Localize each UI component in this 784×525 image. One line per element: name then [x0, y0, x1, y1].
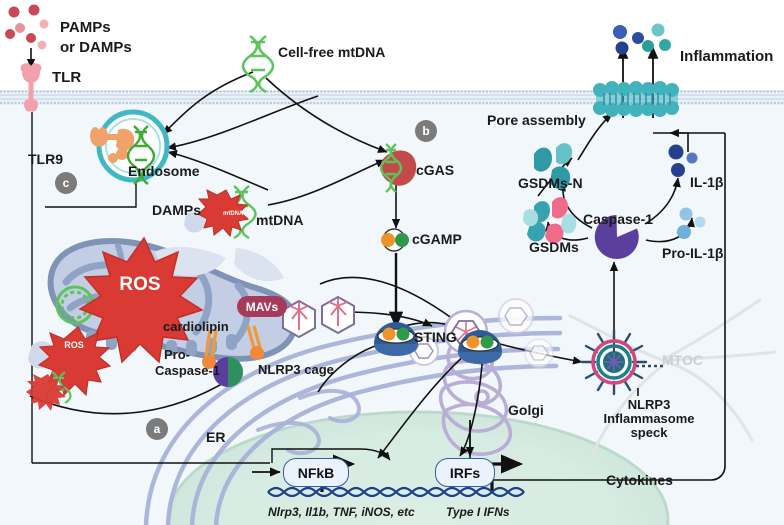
arrow-mtdna-to-endosome: [167, 150, 269, 191]
label-pro-caspase1-line2: Caspase-1: [155, 363, 221, 378]
transcription-factor-nfkb[interactable]: NFkB: [283, 458, 349, 487]
label-cgamp: cGAMP: [412, 231, 462, 247]
mtdna-red-burst-icon: mtDNA: [197, 189, 250, 238]
label-gsdms: GSDMs: [529, 239, 579, 255]
label-ros: ROS: [119, 274, 161, 295]
label-mavs: MAVs: [237, 296, 287, 317]
ros-starburst-icon: [78, 236, 204, 364]
label-golgi: Golgi: [508, 402, 544, 418]
membrane-pore-icon: [593, 81, 679, 117]
sting-dimer-icon: [374, 322, 418, 356]
pro-caspase-1-icon: [213, 357, 243, 387]
arrow-proil1b-to-caspase1: [645, 217, 696, 243]
cgas-protein-icon: [380, 150, 417, 186]
er-tubule-loops: [256, 388, 362, 456]
label-er: ER: [206, 429, 226, 445]
label-speck-line1: NLRP3: [627, 397, 671, 412]
label-cellfree-mtdna: Cell-free mtDNA: [278, 44, 386, 60]
label-pore-assembly: Pore assembly: [487, 112, 586, 128]
arrow-sting-to-irfs: [459, 351, 484, 457]
caspase-1-pacman-icon: [594, 214, 639, 259]
label-damps: DAMPs: [152, 202, 202, 218]
label-il1b: IL-1β: [690, 174, 724, 190]
label-endosome: Endosome: [128, 163, 200, 179]
label-pro-caspase1-line1: Pro-: [164, 347, 190, 362]
line-cytokines-box: [469, 133, 726, 481]
cellfree-mtdna-icon: [241, 34, 275, 94]
arrow-cellfree-to-endosome-2: [166, 95, 319, 151]
label-sting: STING: [414, 329, 457, 345]
pro-il-1beta-icon: [677, 207, 706, 239]
label-pamps-line1: PAMPs: [60, 19, 111, 36]
line-nfkb-feed: [271, 448, 360, 463]
arrow-cage-activation: [344, 311, 433, 327]
label-speck-line3: speck: [630, 425, 668, 440]
arrow-cellfree-to-endosome: [162, 71, 254, 135]
label-genes-nfkb: Nlrp3, Il1b, TNF, iNOS, etc: [268, 505, 415, 519]
region-badge-a: a: [146, 418, 168, 440]
region-badge-c: c: [55, 172, 77, 194]
gsdms-n-fragment-icon: [534, 143, 572, 190]
tlr-receptor-icon: [20, 63, 42, 112]
arrow-cellfree-to-cgas: [265, 77, 388, 153]
arrow-caspase1-to-il1b: [644, 177, 681, 225]
pamp-particles-icon: [5, 4, 49, 50]
label-genes-irfs: Type I IFNs: [446, 505, 510, 519]
tlr9-receptor-icon: [90, 127, 135, 163]
arrow-sting-to-nfkb: [377, 351, 469, 459]
label-caspase1: Caspase-1: [583, 211, 654, 227]
arrow-gsdmsn-to-pore: [577, 113, 613, 161]
il-1beta-cytokine-icon: [668, 144, 698, 177]
inflammation-cytokines-icon: [613, 23, 671, 55]
label-tlr: TLR: [52, 69, 82, 86]
label-gsdms-n: GSDMs-N: [518, 175, 583, 191]
label-mtoc: MTOC: [662, 352, 703, 368]
label-nlrp3-cage: NLRP3 cage: [258, 362, 334, 377]
inflammasome-speck-icon: [580, 328, 666, 396]
nlrp3-cage-spokes: [289, 298, 348, 330]
endosome-dna-icon: [126, 125, 156, 185]
label-mtdna: mtDNA: [256, 212, 304, 228]
label-inflammation: Inflammation: [680, 48, 774, 65]
label-cardiolipin: cardiolipin: [163, 319, 229, 334]
arrow-a-to-nlrp3-cage: [29, 377, 233, 415]
label-ros-small: ROS: [64, 340, 84, 350]
cardiolipin-mavs-linkers: [202, 325, 264, 369]
gsdms-protein-icon: [523, 197, 577, 244]
mtoc-microtubules: [568, 298, 777, 457]
label-pro-il1b: Pro-IL-1β: [662, 245, 724, 261]
label-speck-line2: Inflammasome: [603, 411, 695, 426]
svg-text:mtDNA: mtDNA: [223, 211, 244, 217]
label-tlr9: TLR9: [28, 151, 63, 167]
arrow-mtdna-to-cgas: [267, 159, 386, 206]
double-stranded-dna-icon: [267, 486, 525, 498]
sting-golgi-icon: [458, 330, 502, 364]
transcription-factor-irfs[interactable]: IRFs: [435, 458, 495, 487]
cgamp-molecule-icon: [381, 228, 409, 252]
cgas-bound-dna-icon: [379, 143, 403, 193]
cytosolic-mtdna-burst-icon: [26, 374, 66, 411]
label-cgas: cGAS: [416, 162, 455, 178]
label-pamps-line2: or DAMPs: [60, 39, 132, 56]
line-sting-er: [317, 343, 382, 393]
label-cytokines: Cytokines: [606, 472, 673, 488]
region-badge-b: b: [415, 120, 437, 142]
